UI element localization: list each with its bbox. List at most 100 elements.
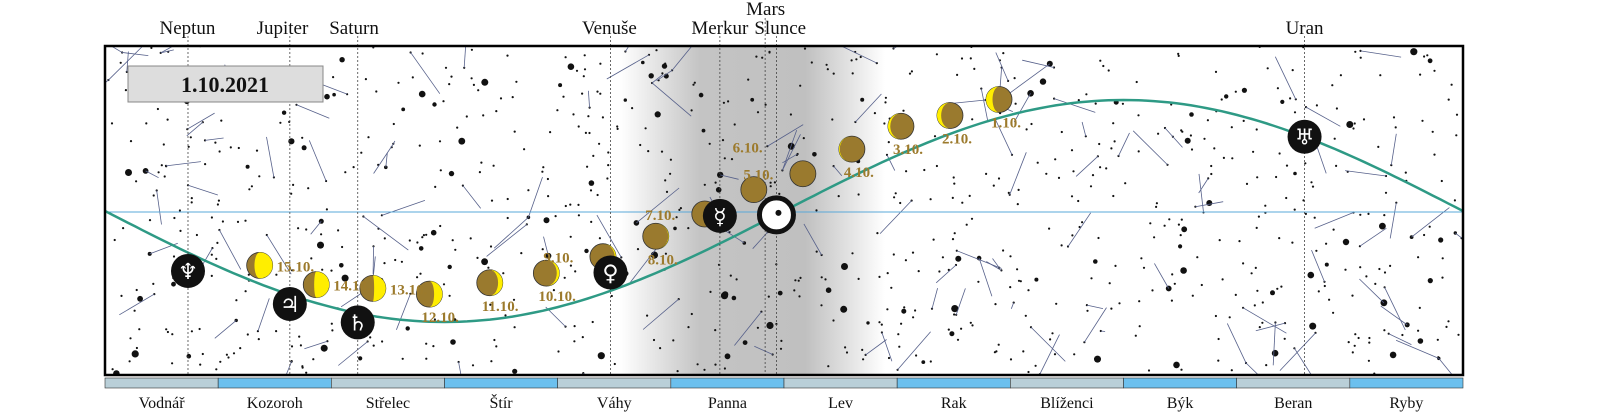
star — [421, 52, 424, 55]
planet-symbol: ♆ — [178, 260, 198, 285]
star — [583, 54, 586, 57]
star — [687, 227, 690, 230]
star — [639, 143, 642, 147]
star — [883, 122, 886, 125]
planet-label: Uran — [1286, 18, 1324, 39]
star — [469, 237, 472, 240]
star — [969, 321, 972, 324]
star — [1213, 147, 1216, 150]
star — [1168, 218, 1171, 221]
star — [577, 203, 580, 206]
star — [1440, 179, 1443, 183]
star — [1285, 164, 1289, 167]
constellation-line — [1279, 332, 1316, 371]
star — [190, 330, 193, 333]
star — [288, 138, 295, 145]
star — [884, 96, 888, 99]
star — [825, 287, 832, 294]
constellation-line — [1360, 50, 1402, 58]
star — [477, 89, 480, 92]
star — [1332, 311, 1335, 314]
constellation-line — [734, 311, 762, 346]
star — [299, 344, 302, 347]
star — [1163, 224, 1166, 227]
star — [1184, 137, 1191, 144]
star — [400, 260, 403, 263]
moon-date-label: 15.10. — [277, 259, 315, 275]
star — [840, 305, 848, 313]
star — [506, 197, 509, 201]
constellation-line — [160, 49, 174, 54]
star — [1203, 137, 1206, 140]
star — [1457, 333, 1460, 336]
star — [574, 270, 577, 273]
star — [584, 248, 589, 254]
star — [970, 217, 974, 220]
star — [255, 149, 259, 152]
star — [416, 276, 419, 279]
star — [597, 352, 605, 360]
star — [1002, 249, 1005, 252]
star — [610, 294, 613, 298]
constellation-line — [1390, 133, 1397, 166]
constellation-line — [1100, 330, 1106, 332]
star — [1149, 222, 1152, 225]
star — [832, 72, 835, 75]
star — [1359, 213, 1362, 216]
star — [951, 305, 959, 313]
star — [512, 298, 516, 301]
star — [599, 92, 602, 95]
star — [977, 280, 980, 283]
star — [204, 163, 207, 166]
star — [1379, 74, 1382, 77]
constellation-line — [145, 170, 159, 179]
star — [199, 363, 202, 366]
star — [1194, 205, 1197, 208]
constellation-line — [955, 288, 966, 315]
star — [1170, 299, 1173, 302]
star — [425, 233, 428, 236]
star — [1441, 276, 1444, 279]
star — [244, 219, 247, 222]
star — [1357, 336, 1360, 340]
star — [1383, 329, 1386, 332]
star — [543, 217, 550, 224]
star — [1135, 80, 1138, 84]
star — [1013, 77, 1016, 80]
moon-lit-part — [887, 113, 901, 140]
star — [257, 338, 260, 341]
star — [1293, 171, 1297, 176]
star — [290, 345, 294, 348]
star — [506, 216, 509, 220]
star — [186, 353, 192, 359]
star — [647, 150, 650, 153]
star — [827, 365, 830, 368]
star — [1289, 97, 1292, 100]
star — [1113, 140, 1116, 143]
zodiac-label: Lev — [828, 395, 853, 412]
star — [1428, 225, 1431, 228]
star — [1427, 278, 1433, 284]
star — [581, 92, 584, 95]
planet-symbol: ♀ — [602, 261, 618, 286]
constellation-line — [122, 52, 149, 56]
star — [1002, 52, 1005, 55]
star — [810, 61, 813, 64]
star — [430, 229, 437, 236]
constellation-line — [1132, 130, 1168, 166]
star — [1265, 364, 1268, 367]
star — [613, 362, 616, 366]
star — [1072, 170, 1075, 173]
star — [569, 264, 573, 267]
star — [119, 61, 122, 64]
star — [1181, 226, 1188, 233]
star — [135, 180, 138, 183]
star — [210, 216, 213, 219]
star — [900, 322, 903, 325]
constellation-line — [1198, 178, 1209, 194]
star — [297, 227, 300, 230]
star — [1105, 167, 1108, 170]
star — [892, 253, 895, 256]
star — [301, 136, 304, 139]
moon-date-label: 12.10. — [421, 310, 459, 326]
